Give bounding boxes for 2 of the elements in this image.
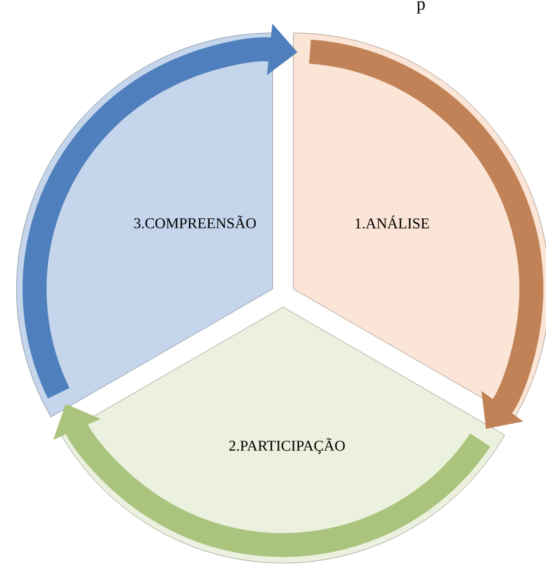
text-fragment: p [416, 1, 425, 14]
pie-sector: 3.COMPREENSÃO [16, 32, 273, 418]
